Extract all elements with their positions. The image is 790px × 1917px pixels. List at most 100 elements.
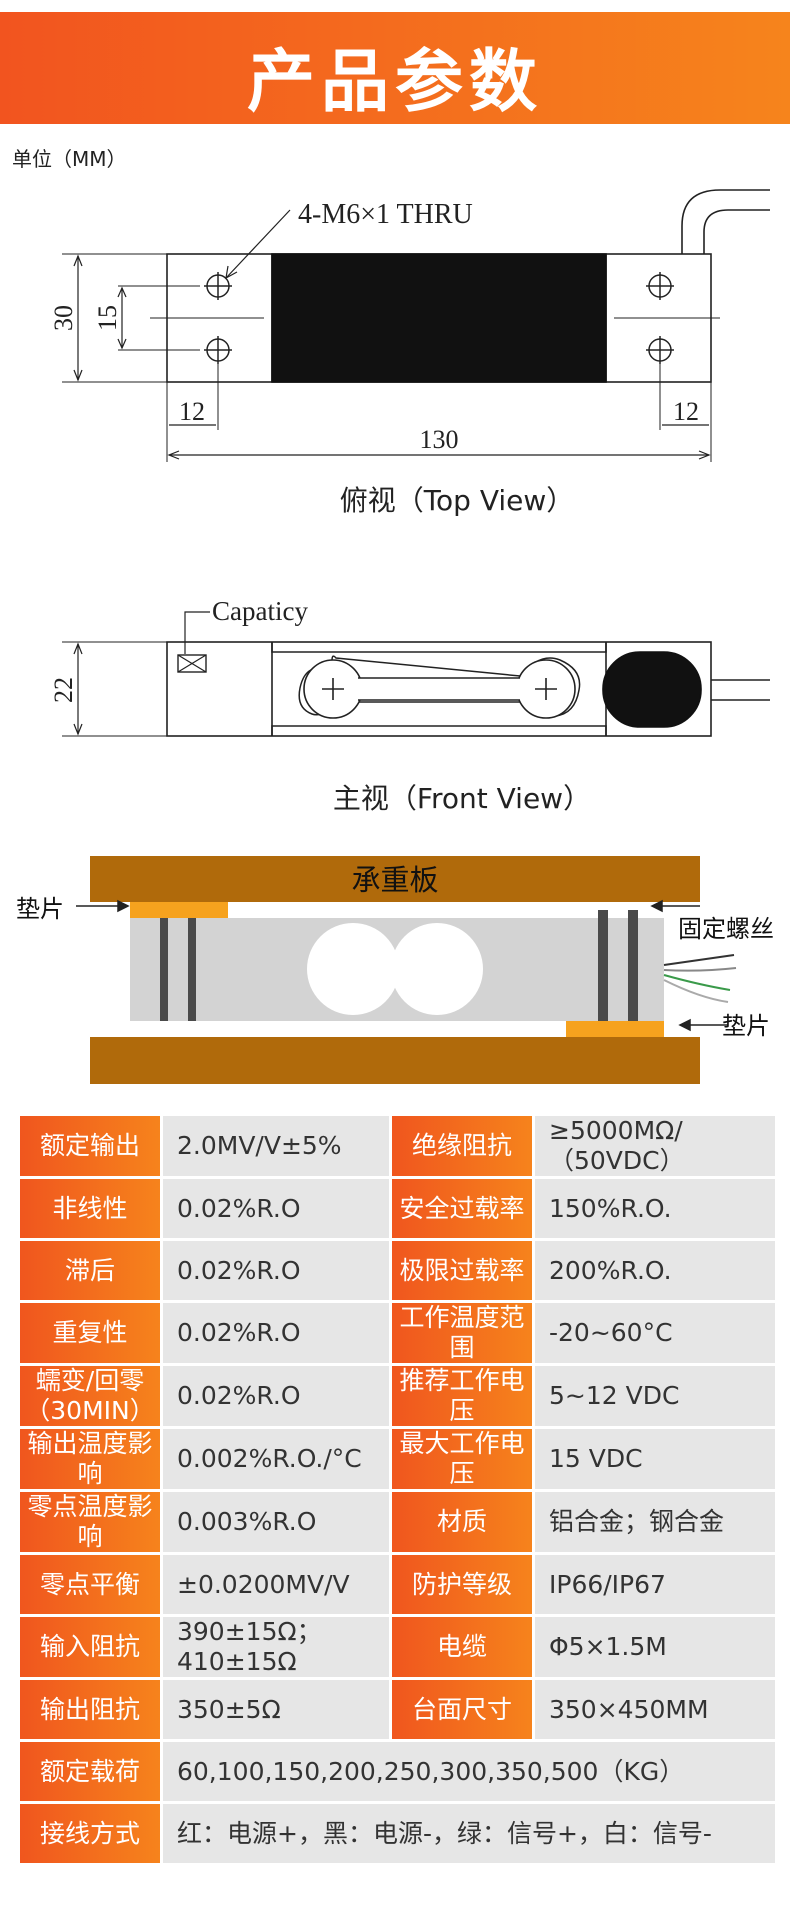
spec-value-text: 0.02%R.O: [177, 1193, 301, 1223]
spec-value: 铝合金；钢合金: [535, 1492, 775, 1552]
spec-row: 滞后 0.02%R.O 极限过载率 200%R.O.: [20, 1241, 775, 1300]
spec-row-wide: 额定载荷 60,100,150,200,250,300,350,500（KG）: [20, 1742, 775, 1801]
strain-gauge-area: [271, 253, 607, 383]
spec-key-text: 滞后: [64, 1255, 115, 1285]
cable-gland: [602, 651, 702, 728]
spec-key: 重复性: [20, 1303, 160, 1363]
spec-key-text: 额定载荷: [39, 1756, 140, 1786]
spec-key: 滞后: [20, 1241, 160, 1300]
spec-value: 0.02%R.O: [163, 1366, 389, 1426]
spec-value-text: 0.002%R.O./°C: [177, 1444, 362, 1473]
spec-value-text: ≥5000MΩ/（50VDC）: [549, 1116, 685, 1175]
spec-value-text: 2.0MV/V±5%: [177, 1131, 342, 1160]
spec-value-text: 铝合金；钢合金: [549, 1507, 725, 1536]
spec-key-text: 安全过载率: [399, 1193, 525, 1223]
spec-row: 输出阻抗 350±5Ω 台面尺寸 350×450MM: [20, 1680, 775, 1739]
dim-left-offset: 12: [179, 397, 205, 426]
shim-left-label: 垫片: [16, 895, 64, 923]
spec-key: 最大工作电压: [392, 1429, 532, 1489]
spec-value: ±0.0200MV/V: [163, 1555, 389, 1614]
spec-value: 0.02%R.O: [163, 1303, 389, 1363]
installation-diagram: [76, 856, 737, 1084]
spec-key-text: 零点平衡: [39, 1569, 140, 1599]
mount-hole: [204, 272, 674, 364]
unit-label: 单位（MM）: [12, 147, 127, 171]
page-title: 产品参数: [246, 43, 543, 122]
spec-value: 350±5Ω: [163, 1680, 389, 1739]
dim-height-top: 30: [49, 305, 78, 331]
spec-value-text: 0.003%R.O: [177, 1507, 317, 1536]
spec-value-text: 60,100,150,200,250,300,350,500（KG）: [177, 1756, 685, 1786]
top-view-drawing: [62, 189, 770, 462]
shim-right-label: 垫片: [722, 1012, 770, 1040]
spec-value-text: 150%R.O.: [549, 1193, 672, 1223]
spec-value: 350×450MM: [535, 1680, 775, 1739]
spec-key-text: 绝缘阻抗: [411, 1131, 512, 1160]
spec-value: 0.02%R.O: [163, 1179, 389, 1238]
spec-value-text: 5~12 VDC: [549, 1381, 680, 1410]
spec-value: 2.0MV/V±5%: [163, 1116, 389, 1176]
spec-value-text: 390±15Ω；410±15Ω: [177, 1617, 322, 1676]
dim-hole-spacing: 15: [93, 305, 122, 331]
spec-key-text: 台面尺寸: [411, 1694, 512, 1724]
dim-length: 130: [420, 425, 459, 454]
spec-key: 零点温度影响: [20, 1492, 160, 1552]
spec-value-text: 15 VDC: [549, 1444, 643, 1473]
spec-row: 额定输出 2.0MV/V±5% 绝缘阻抗 ≥5000MΩ/（50VDC）: [20, 1116, 775, 1176]
spec-key-text: 电缆: [436, 1632, 487, 1661]
spec-key: 输入阻抗: [20, 1617, 160, 1677]
spec-value: -20~60°C: [535, 1303, 775, 1363]
front-view-drawing: [62, 611, 770, 737]
spec-key: 输出阻抗: [20, 1680, 160, 1739]
spec-value: 200%R.O.: [535, 1241, 775, 1300]
spec-key-text: 最大工作电压: [399, 1429, 525, 1488]
front-view-caption: 主视（Front View）: [333, 782, 591, 815]
screw-1: [598, 910, 608, 1021]
spec-key: 蠕变/回零（30MIN）: [20, 1366, 160, 1426]
spec-value: 5~12 VDC: [535, 1366, 775, 1426]
spec-value: 0.003%R.O: [163, 1492, 389, 1552]
spec-row: 输入阻抗 390±15Ω；410±15Ω 电缆 Φ5×1.5M: [20, 1617, 775, 1677]
spec-key-text: 输出温度影响: [27, 1429, 153, 1488]
spec-value-text: 红：电源+，黑：电源-，绿：信号+，白：信号-: [177, 1818, 712, 1848]
spec-key-text: 输出阻抗: [39, 1694, 140, 1724]
spec-key: 极限过载率: [392, 1241, 532, 1300]
spec-value-text: ±0.0200MV/V: [177, 1569, 350, 1599]
spec-value-text: Φ5×1.5M: [549, 1632, 667, 1661]
spec-key-text: 重复性: [52, 1318, 128, 1347]
spec-key-text: 材质: [436, 1507, 487, 1536]
capacity-label: Capaticy: [212, 596, 308, 626]
header-banner: 产品参数: [0, 12, 790, 124]
spec-value-text: 0.02%R.O: [177, 1255, 301, 1285]
spec-value-text: 350±5Ω: [177, 1694, 281, 1724]
spec-key: 推荐工作电压: [392, 1366, 532, 1426]
spec-key-text: 接线方式: [39, 1818, 140, 1848]
hole-callout: 4-M6×1 THRU: [298, 199, 473, 230]
spec-key: 输出温度影响: [20, 1429, 160, 1489]
spec-row: 零点温度影响 0.003%R.O 材质 铝合金；钢合金: [20, 1492, 775, 1552]
bottom-plate: [90, 1037, 700, 1084]
spec-value: 红：电源+，黑：电源-，绿：信号+，白：信号-: [163, 1804, 775, 1863]
top-plate: [90, 856, 700, 902]
spec-key-text: 极限过载率: [399, 1255, 525, 1285]
spec-key: 台面尺寸: [392, 1680, 532, 1739]
spec-key-text: 防护等级: [411, 1569, 512, 1599]
dim-height-front: 22: [49, 677, 78, 703]
spec-key-text: 输入阻抗: [39, 1632, 140, 1661]
spec-row: 输出温度影响 0.002%R.O./°C 最大工作电压 15 VDC: [20, 1429, 775, 1489]
top-view-caption: 俯视（Top View）: [340, 484, 575, 517]
spec-value: 60,100,150,200,250,300,350,500（KG）: [163, 1742, 775, 1801]
spec-key: 工作温度范围: [392, 1303, 532, 1363]
spec-key-text: 工作温度范围: [399, 1303, 525, 1362]
spec-value-text: 350×450MM: [549, 1694, 709, 1724]
spec-key: 额定输出: [20, 1116, 160, 1176]
spec-key: 额定载荷: [20, 1742, 160, 1801]
spec-value: ≥5000MΩ/（50VDC）: [535, 1116, 775, 1176]
spec-value: 15 VDC: [535, 1429, 775, 1489]
spec-key-text: 额定输出: [39, 1131, 140, 1160]
spec-row-wide: 接线方式 红：电源+，黑：电源-，绿：信号+，白：信号-: [20, 1804, 775, 1863]
spec-key-text: 蠕变/回零（30MIN）: [25, 1366, 155, 1425]
